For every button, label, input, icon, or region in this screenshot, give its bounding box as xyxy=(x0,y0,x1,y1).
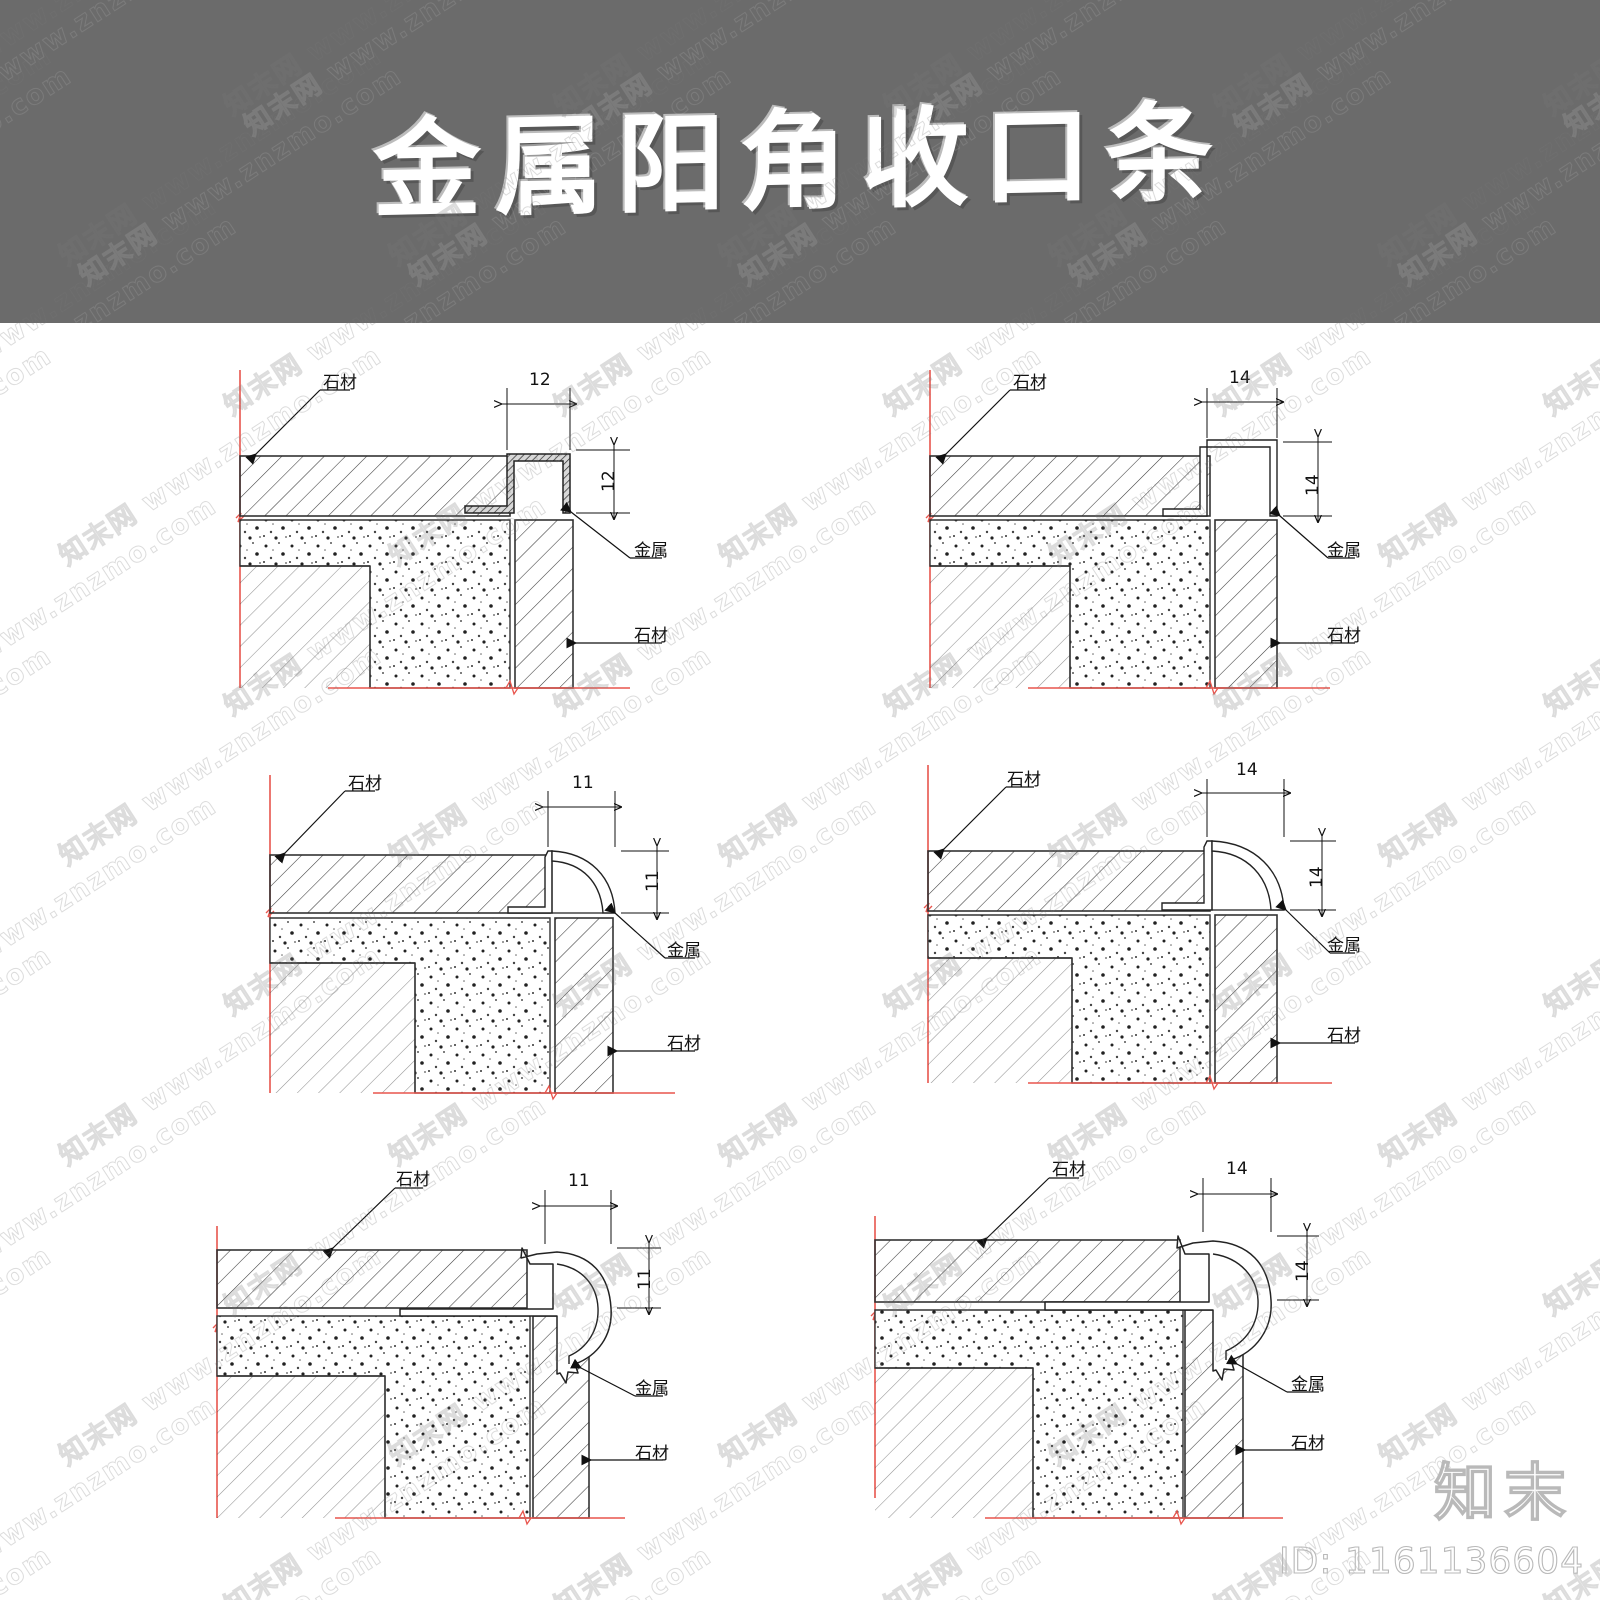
detail-4-stone-top-label: 石材 xyxy=(1007,770,1041,790)
detail-1-stone-top-label: 石材 xyxy=(323,373,357,393)
detail-5-drawing xyxy=(212,1187,663,1526)
watermark-text: 知末网 www.znzmo.com xyxy=(0,204,243,323)
detail-1-height-dim: 12 xyxy=(599,470,619,492)
watermark-text: 知末网 www.znzmo.com xyxy=(1228,0,1563,142)
detail-2-stone-top-label: 石材 xyxy=(1013,373,1047,393)
detail-1-drawing xyxy=(235,370,662,696)
detail-3-drawing xyxy=(265,775,695,1101)
detail-2-height-dim: 14 xyxy=(1303,474,1323,496)
detail-6-stone-side-label: 石材 xyxy=(1291,1434,1325,1454)
detail-5-height-dim: 11 xyxy=(635,1268,655,1290)
detail-1-width-dim: 12 xyxy=(529,370,551,390)
detail-4: 14 14 石材 金属 石材 xyxy=(900,753,1380,1153)
detail-5-stone-side-label: 石材 xyxy=(635,1444,669,1464)
detail-1-metal-label: 金属 xyxy=(634,541,668,561)
detail-6-width-dim: 14 xyxy=(1226,1159,1248,1179)
detail-6: 14 14 石材 金属 石材 xyxy=(835,1161,1335,1598)
watermark-text: 知末网 www.znzmo.com xyxy=(1393,59,1600,292)
details-grid: 12 12 石材 金属 石材 xyxy=(0,323,1600,1600)
watermark-text: 知末网 www.znzmo.com xyxy=(0,59,78,292)
detail-4-height-dim: 14 xyxy=(1307,866,1327,888)
watermark-text: 知末网 www.znzmo.com xyxy=(1225,204,1563,323)
detail-3: 11 11 石材 金属 石材 xyxy=(245,763,725,1163)
detail-4-metal-label: 金属 xyxy=(1327,936,1361,956)
watermark-text: 知末网 www.znzmo.com xyxy=(0,0,243,143)
watermark-text: 知末网 www.znzmo.com xyxy=(1558,0,1600,142)
detail-5-stone-top-label: 石材 xyxy=(396,1170,430,1190)
detail-4-drawing xyxy=(923,765,1355,1091)
detail-2: 14 14 石材 金属 石材 xyxy=(900,358,1380,758)
watermark-text: 知末网 www.znzmo.com xyxy=(73,59,408,292)
detail-5-width-dim: 11 xyxy=(568,1171,590,1191)
detail-6-height-dim: 14 xyxy=(1293,1260,1313,1282)
detail-1-stone-side-label: 石材 xyxy=(634,626,668,646)
detail-6-drawing xyxy=(870,1177,1319,1526)
page-title: 金属阳角收口条 xyxy=(372,89,1227,234)
detail-6-stone-top-label: 石材 xyxy=(1052,1160,1086,1180)
detail-5-metal-label: 金属 xyxy=(635,1379,669,1399)
detail-3-stone-side-label: 石材 xyxy=(667,1034,701,1054)
detail-5: 11 11 石材 金属 石材 xyxy=(185,1168,685,1598)
detail-4-width-dim: 14 xyxy=(1236,760,1258,780)
detail-3-width-dim: 11 xyxy=(572,773,594,793)
detail-2-stone-side-label: 石材 xyxy=(1327,626,1361,646)
detail-2-width-dim: 14 xyxy=(1229,368,1251,388)
detail-1: 12 12 石材 金属 石材 xyxy=(210,358,690,758)
detail-3-height-dim: 11 xyxy=(643,870,663,892)
brand-id: ID: 1161136604 xyxy=(1278,1541,1584,1582)
watermark-text: 知末网 www.znzmo.com xyxy=(1555,204,1600,323)
detail-3-metal-label: 金属 xyxy=(667,941,701,961)
brand-logo: 知末 xyxy=(1433,1456,1574,1529)
detail-4-stone-side-label: 石材 xyxy=(1327,1026,1361,1046)
detail-2-drawing xyxy=(925,370,1355,696)
detail-6-metal-label: 金属 xyxy=(1291,1375,1325,1395)
detail-3-stone-top-label: 石材 xyxy=(348,774,382,794)
detail-2-metal-label: 金属 xyxy=(1327,541,1361,561)
